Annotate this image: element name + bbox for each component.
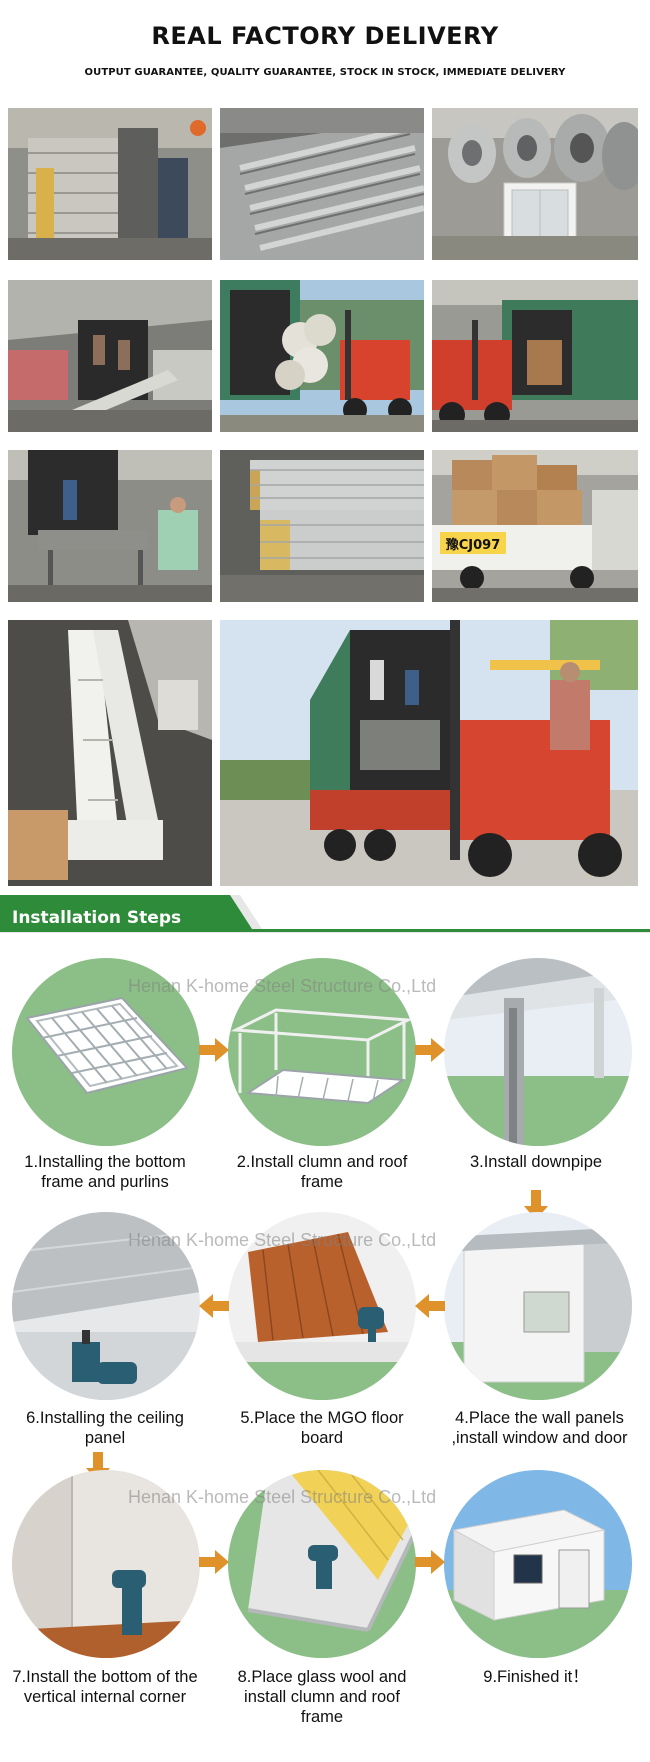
installation-steps-banner: Installation Steps [0, 895, 650, 943]
section-title: Installation Steps [12, 908, 182, 928]
photo-white-profiles [8, 620, 212, 886]
photo-container-loading-ramp [8, 280, 212, 432]
step-6-image [12, 1212, 200, 1400]
photo-forklift-loading-container: 龙工 [220, 620, 638, 886]
step-6-label: 6.Installing the ceiling panel [26, 1409, 184, 1447]
photo-container-workers [8, 450, 212, 602]
step-3-image [444, 958, 632, 1146]
step-4-image [444, 1212, 632, 1400]
arrow-right-icon [415, 1550, 445, 1574]
step-9-label: 9.Finished it！ [483, 1668, 589, 1686]
arrow-left-icon [415, 1294, 445, 1318]
step-5-image [228, 1212, 416, 1400]
arrow-left-icon [199, 1294, 229, 1318]
step-8-label: 8.Place glass wool and install clumn and… [237, 1668, 407, 1726]
step-8-image [228, 1470, 416, 1658]
watermark-text: Henan K-home Steel Structure Co.,Ltd [128, 976, 437, 996]
photo-steel-beams [220, 108, 424, 260]
photo-glasswool-forklift [220, 280, 424, 432]
step-4-label: 4.Place the wall panels ,install window … [451, 1409, 628, 1447]
photo-forklift-container [432, 280, 638, 432]
step-3-label: 3.Install downpipe [469, 1153, 603, 1171]
step-2-label: 2.Install clumn and roof frame [236, 1153, 408, 1191]
photo-sandwich-panels [220, 450, 424, 602]
watermark-text: Henan K-home Steel Structure Co.,Ltd [128, 1230, 437, 1250]
watermark-text: Henan K-home Steel Structure Co.,Ltd [128, 1487, 437, 1507]
step-7-label: 7.Install the bottom of the vertical int… [12, 1668, 198, 1706]
arrow-right-icon [199, 1550, 229, 1574]
arrow-right-icon [415, 1038, 445, 1062]
photo-forklift-panels [8, 108, 212, 260]
step-2-image [228, 958, 416, 1146]
page-subtitle: OUTPUT GUARANTEE, QUALITY GUARANTEE, STO… [84, 67, 566, 78]
step-1-image [12, 958, 200, 1146]
step-1-label: 1.Installing the bottom frame and purlin… [24, 1153, 186, 1191]
truck-plate-text: 豫CJ097 [446, 537, 501, 553]
arrow-right-icon [199, 1038, 229, 1062]
step-5-label: 5.Place the MGO floor board [240, 1409, 404, 1447]
page-title: REAL FACTORY DELIVERY [151, 22, 499, 50]
photo-coils-windows [432, 108, 638, 260]
photo-truck-boxes: 豫CJ097 [432, 450, 638, 602]
step-9-image [444, 1470, 632, 1658]
